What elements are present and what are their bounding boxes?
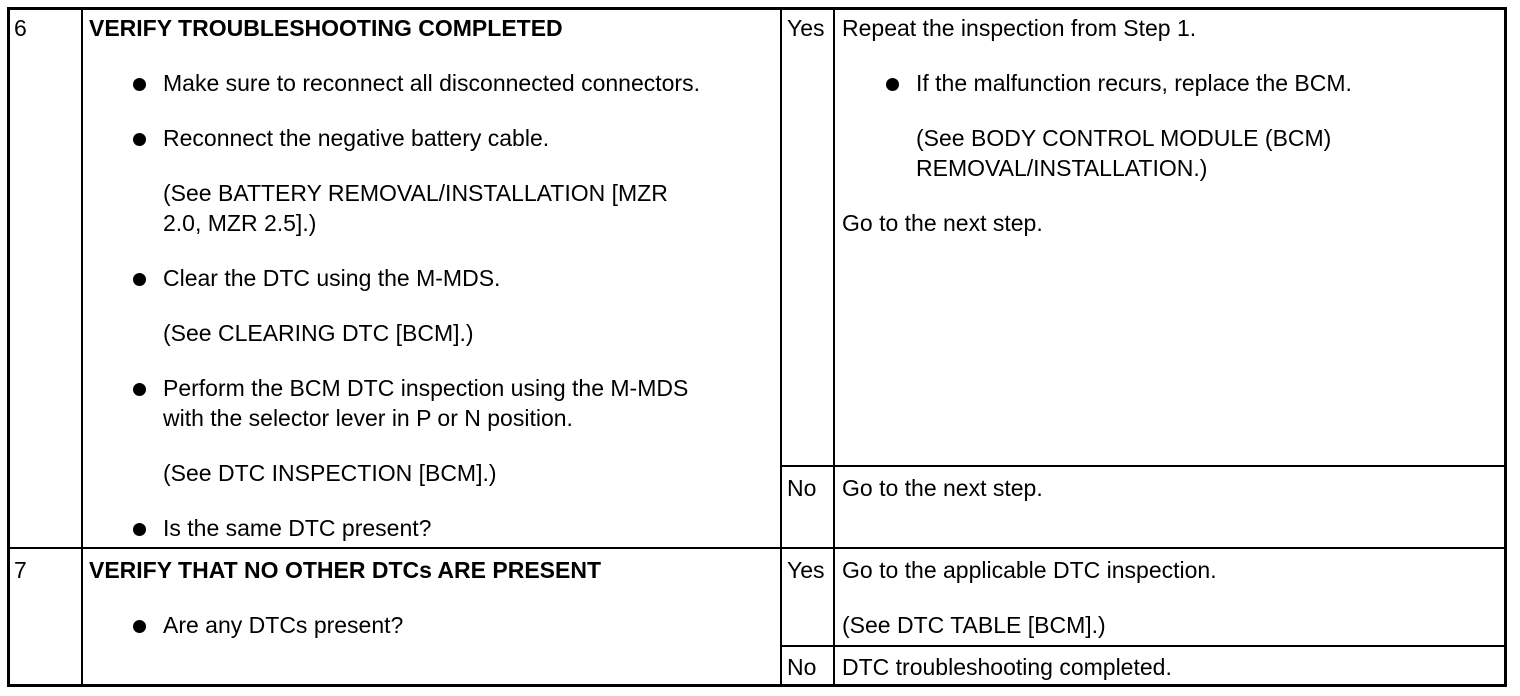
step-title: VERIFY TROUBLESHOOTING COMPLETED [89,15,563,41]
step-item: Are any DTCs present? [163,612,404,638]
bullet-icon [133,620,146,633]
col-divider-result [833,7,835,687]
bullet-icon [133,383,146,396]
yes-action: If the malfunction recurs, replace the B… [916,70,1352,96]
bullet-icon [133,523,146,536]
step-number: 6 [14,15,27,41]
reference-link[interactable]: (See DTC INSPECTION [BCM].) [163,460,497,486]
step-number: 7 [14,557,27,583]
step-item: Make sure to reconnect all disconnected … [163,70,700,96]
step-item: Clear the DTC using the M-MDS. [163,265,501,291]
yes-action: Go to the applicable DTC inspection. [842,557,1217,583]
bullet-icon [133,78,146,91]
reference-link[interactable]: (See BODY CONTROL MODULE (BCM) [916,125,1332,151]
reference-link[interactable]: (See BATTERY REMOVAL/INSTALLATION [MZR [163,180,668,206]
bullet-icon [886,78,899,91]
yes-action: Repeat the inspection from Step 1. [842,15,1197,41]
col-divider-action [780,7,782,687]
step-title: VERIFY THAT NO OTHER DTCs ARE PRESENT [89,557,602,583]
no-action: Go to the next step. [842,475,1043,501]
reference-link[interactable]: (See DTC TABLE [BCM].) [842,612,1106,638]
row-divider-step7-yes-no [780,645,1507,647]
reference-link[interactable]: (See CLEARING DTC [BCM].) [163,320,474,346]
yes-label: Yes [787,557,825,583]
row-divider-step6-yes-no [780,465,1507,467]
yes-action: Go to the next step. [842,210,1043,236]
bullet-icon [133,133,146,146]
reference-link[interactable]: 2.0, MZR 2.5].) [163,210,317,236]
reference-link[interactable]: REMOVAL/INSTALLATION.) [916,155,1208,181]
step-item: with the selector lever in P or N positi… [163,405,573,431]
no-label: No [787,475,817,501]
no-action: DTC troubleshooting completed. [842,654,1172,680]
no-label: No [787,654,817,680]
step-item: Perform the BCM DTC inspection using the… [163,375,689,401]
troubleshooting-table [7,7,1507,687]
bullet-icon [133,273,146,286]
row-divider-step6-step7 [7,547,1507,549]
yes-label: Yes [787,15,825,41]
step-item: Reconnect the negative battery cable. [163,125,550,151]
col-divider-step [81,7,83,687]
step-item: Is the same DTC present? [163,515,432,541]
